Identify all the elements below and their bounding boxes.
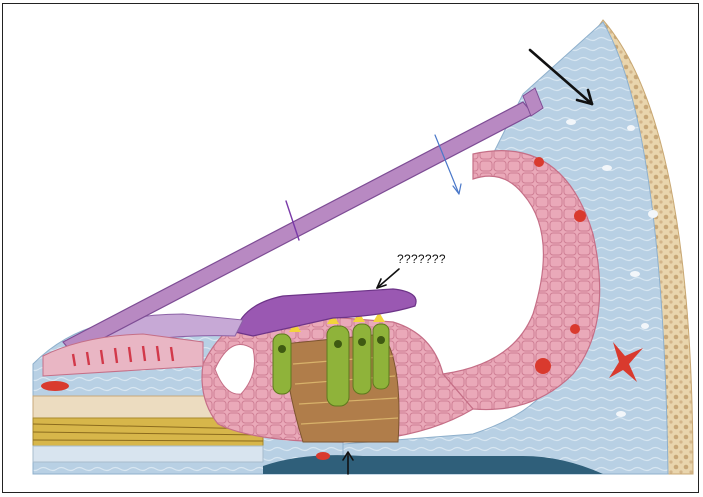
unknown-structure-label: ??????? (397, 252, 446, 266)
cochlear-duct-diagram (3, 4, 700, 494)
figure-frame: ??????? (2, 3, 699, 493)
